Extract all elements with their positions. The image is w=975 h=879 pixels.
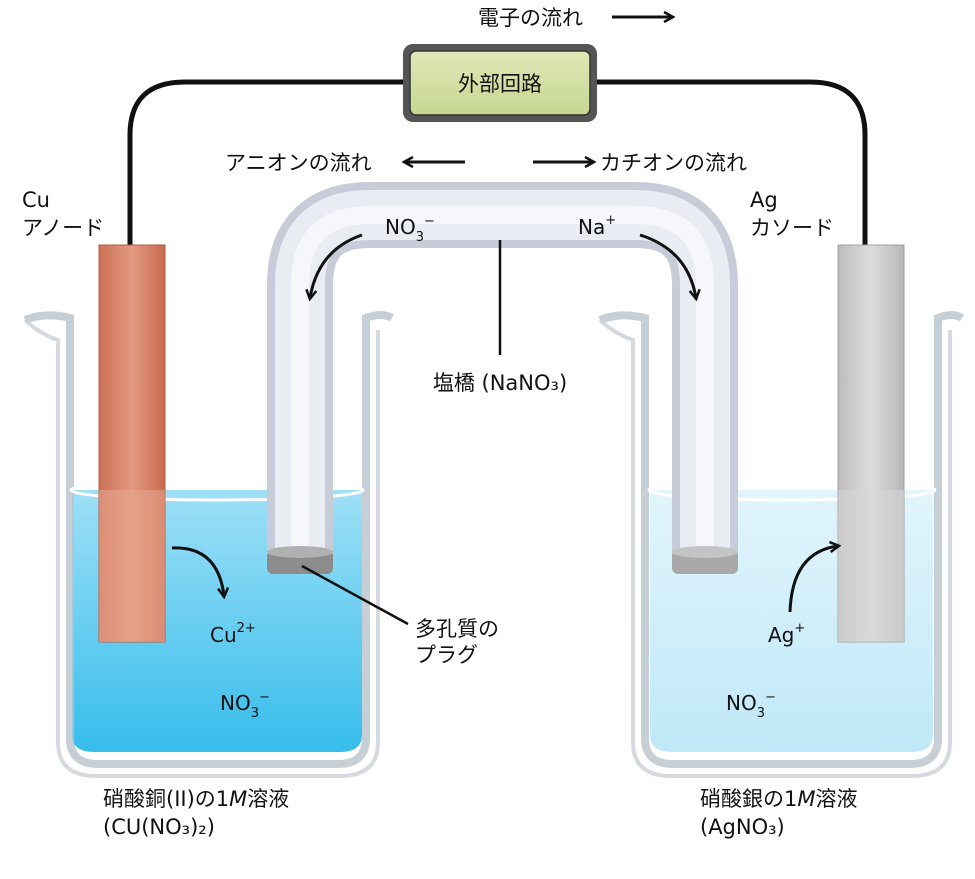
porous-plug-label-line2: プラグ	[415, 643, 478, 667]
salt-bridge-label: 塩橋 (NaNO₃)	[433, 371, 567, 395]
external-circuit-box: 外部回路	[403, 44, 597, 122]
cu-ion-label: Cu2+	[210, 621, 256, 647]
cation-flow-label: カチオンの流れ	[600, 151, 747, 175]
bridge-anion-label: NO3−	[385, 214, 435, 245]
right-nitrate-label: NO3−	[726, 690, 776, 721]
external-circuit-label: 外部回路	[458, 72, 542, 96]
silver-cathode	[837, 244, 905, 643]
left-solution-formula: (CU(NO₃)₂)	[103, 815, 215, 839]
copper-anode	[98, 244, 166, 643]
cathode-name-label: カソード	[750, 216, 834, 240]
anode-metal-label: Cu	[22, 188, 50, 212]
porous-plug-pointer	[301, 564, 409, 626]
right-wire	[595, 79, 868, 245]
cu-ion-arrow	[171, 546, 224, 596]
right-solution-caption: 硝酸銀の1M溶液	[700, 787, 858, 811]
bridge-cation-arrow	[639, 233, 696, 298]
bridge-cation-label: Na+	[578, 213, 616, 239]
anode-name-label: アノード	[22, 216, 104, 240]
electron-flow-label: 電子の流れ	[478, 6, 583, 30]
salt-bridge	[267, 182, 738, 574]
right-beaker	[598, 311, 965, 778]
anion-flow-label: アニオンの流れ	[225, 151, 372, 175]
cathode-metal-label: Ag	[750, 188, 778, 212]
ag-ion-arrow	[788, 546, 838, 613]
porous-plug-label-line1: 多孔質の	[415, 617, 499, 641]
left-wire	[127, 79, 405, 245]
right-solution-formula: (AgNO₃)	[700, 815, 785, 839]
left-solution-caption: 硝酸銅(II)の1M溶液	[103, 787, 289, 811]
bridge-anion-arrow	[310, 233, 363, 298]
left-nitrate-label: NO3−	[220, 690, 270, 721]
left-beaker	[23, 311, 395, 778]
ag-ion-label: Ag+	[768, 621, 805, 647]
